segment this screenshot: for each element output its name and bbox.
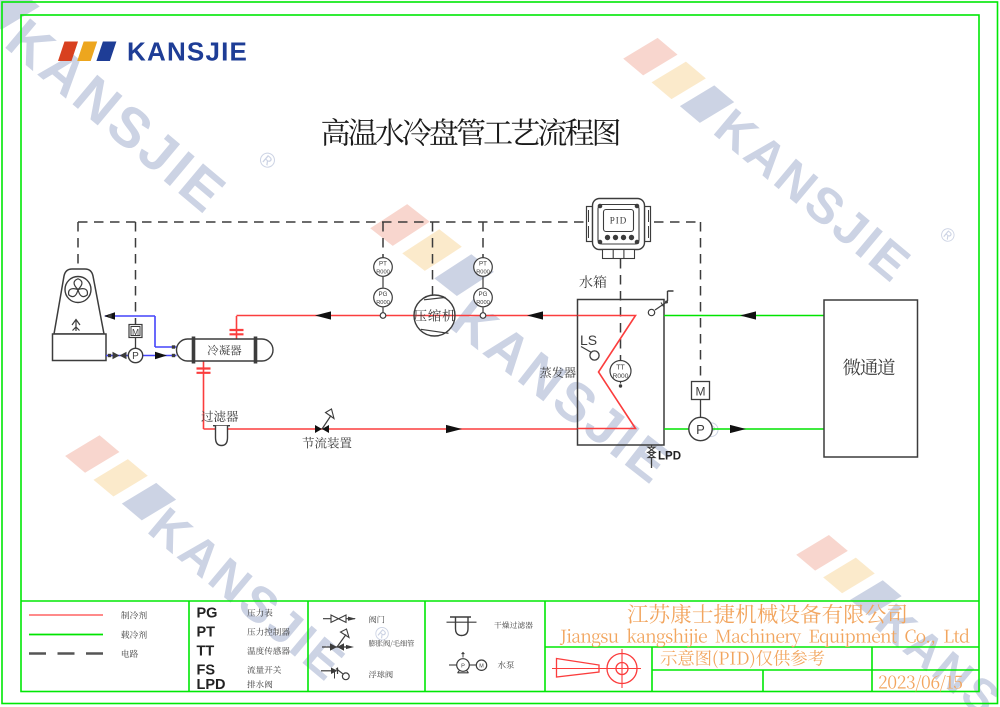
svg-text:PT: PT [479, 261, 487, 268]
svg-text:M: M [696, 385, 706, 399]
svg-text:KANSJIE: KANSJIE [127, 37, 248, 67]
svg-text:TT: TT [197, 644, 215, 660]
svg-text:P: P [461, 663, 465, 669]
svg-text:R000: R000 [376, 300, 390, 306]
svg-text:P: P [696, 422, 705, 437]
svg-text:KANSJIE: KANSJIE [440, 287, 684, 497]
svg-text:KANSJIE: KANSJIE [866, 594, 1000, 707]
svg-text:PG: PG [197, 606, 218, 622]
svg-text:LS: LS [580, 332, 597, 348]
svg-text:R000: R000 [376, 270, 390, 276]
svg-text:R000: R000 [476, 300, 490, 306]
svg-text:PG: PG [379, 291, 388, 298]
svg-text:PT: PT [197, 625, 216, 641]
svg-text:R000: R000 [613, 373, 629, 380]
svg-text:PID: PID [610, 216, 628, 226]
svg-text:®: ® [254, 146, 282, 175]
svg-text:FS: FS [197, 663, 216, 679]
svg-text:®: ® [369, 622, 393, 647]
svg-text:LPD: LPD [197, 677, 226, 693]
svg-text:TT: TT [616, 365, 625, 372]
svg-text:KANSJIE: KANSJIE [138, 497, 356, 693]
svg-text:PG: PG [479, 291, 488, 298]
svg-text:®: ® [935, 223, 959, 248]
svg-text:M: M [479, 663, 484, 669]
svg-text:R000: R000 [476, 270, 490, 276]
svg-text:KANSJIE: KANSJIE [704, 98, 922, 294]
svg-text:P: P [132, 351, 139, 362]
svg-text:M: M [132, 327, 139, 337]
svg-text:PT: PT [379, 261, 387, 268]
svg-text:LPD: LPD [658, 451, 681, 463]
